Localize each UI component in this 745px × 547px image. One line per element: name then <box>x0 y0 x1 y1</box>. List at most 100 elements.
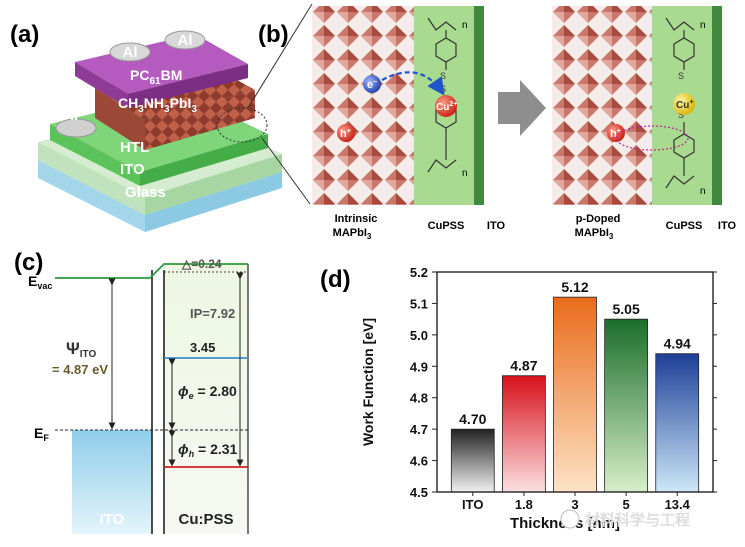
bar-ITO <box>450 428 495 493</box>
ion-pair-ellipse <box>615 125 689 151</box>
panel-c: (c) ITO Cu:PSS Evac EF ΨITO = 4.87 eV △=… <box>14 249 249 534</box>
cupss-block <box>164 264 248 534</box>
perovskite-layer-front <box>95 88 145 150</box>
x-tick-label-ITO: ITO <box>462 497 483 512</box>
electron-label: e− <box>367 79 377 91</box>
al-label-side: Al <box>63 107 78 124</box>
panel-a: (a) Al Al Al PC61BM CH3NH3PbI3 HTL ITO G… <box>10 3 313 232</box>
y-tick-label-5.1: 5.1 <box>410 296 428 311</box>
y-tick-label-4.9: 4.9 <box>410 359 428 374</box>
label-ito-right: ITO <box>718 220 737 232</box>
svg-text:S: S <box>678 110 684 120</box>
data-label-5: 5.05 <box>612 301 639 317</box>
y-tick-label-5.2: 5.2 <box>410 265 428 280</box>
hole-label-right: h+ <box>610 128 621 140</box>
al-label-2: Al <box>178 32 193 49</box>
label-cupss-right: CuPSS <box>666 220 703 232</box>
al-electrode-2 <box>164 30 206 50</box>
htl-layer-side <box>140 134 268 186</box>
ip-label: IP=7.92 <box>190 306 235 321</box>
polymer-n-right-top: n <box>700 20 706 31</box>
panel-b-label: (b) <box>258 21 289 48</box>
ito-layer-front <box>38 142 145 215</box>
ito-layer-right <box>712 6 722 205</box>
hole-ball-left <box>337 124 355 142</box>
bar-5 <box>604 318 648 493</box>
x-tick-label-3: 3 <box>571 497 578 512</box>
svg-text:S: S <box>440 71 446 81</box>
hole-label-left: h+ <box>340 128 351 140</box>
cu1-ion <box>673 93 695 115</box>
work-function-chart: 4.70ITO4.871.85.1235.0554.9413.44.54.64.… <box>360 265 717 532</box>
psi-value: = 4.87 eV <box>52 362 108 377</box>
phi-h-label: ϕh = 2.31 <box>178 441 238 459</box>
label-intrinsic-2: MAPbI3 <box>333 227 372 241</box>
data-label-13.4: 4.94 <box>664 336 691 352</box>
level-345-label: 3.45 <box>190 340 215 355</box>
phi-e-label: ϕe = 2.80 <box>178 383 237 401</box>
watermark-text: 材料科学与工程 <box>585 511 690 529</box>
polymer-n-left-bottom: n <box>462 168 468 179</box>
ef-label: EF <box>34 425 49 443</box>
zoom-line-top <box>247 3 313 109</box>
electron-ball <box>363 75 381 93</box>
hole-ball-right <box>607 124 625 142</box>
y-tick-label-4.7: 4.7 <box>410 422 428 437</box>
y-tick-label-4.6: 4.6 <box>410 454 428 469</box>
panel-c-label: (c) <box>14 249 43 276</box>
delta-label: △=0.24 <box>181 257 222 271</box>
glass-label: Glass <box>125 184 166 201</box>
y-tick-label-4.5: 4.5 <box>410 485 428 500</box>
zoom-line-bottom <box>261 137 311 205</box>
al-label-1: Al <box>123 44 138 61</box>
polymer-n-right-bottom: n <box>700 186 706 197</box>
polymer-n-left-top: n <box>462 20 468 31</box>
electron-transfer-arrow <box>381 71 445 96</box>
al-electrode-side <box>55 118 97 138</box>
data-label-ITO: 4.70 <box>459 411 486 427</box>
plot-frame <box>436 271 714 493</box>
glass-side <box>145 172 282 232</box>
doped-perovskite-block <box>552 6 652 205</box>
label-ito-left: ITO <box>487 220 506 232</box>
glass-front <box>38 160 145 232</box>
pcbm-label: PC61BM <box>130 67 182 87</box>
panel-b: (b) S S n n e− Cu2+ h+ <box>258 6 737 241</box>
y-axis-label: Work Function [eV] <box>360 318 376 446</box>
perovskite-layer-side <box>145 90 255 150</box>
perovskite-label: CH3NH3PbI3 <box>118 95 197 115</box>
cupss-block-label: Cu:PSS <box>178 511 233 528</box>
data-label-3: 5.12 <box>561 279 588 295</box>
intrinsic-perovskite-block <box>312 6 414 205</box>
y-tick-label-4.8: 4.8 <box>410 391 428 406</box>
watermark: 材料科学与工程 <box>560 509 690 529</box>
panel-d: (d) 4.70ITO4.871.85.1235.0554.9413.44.54… <box>320 265 717 532</box>
panel-a-label: (a) <box>10 21 39 48</box>
transition-arrow <box>498 80 546 136</box>
evac-level <box>55 263 248 279</box>
cu2-label: Cu2+ <box>436 101 457 113</box>
data-label-1.8: 4.87 <box>510 358 537 374</box>
ito-layer-side <box>145 154 282 215</box>
watermark-icon <box>560 509 580 529</box>
htl-layer-front <box>50 124 140 186</box>
cu2-ion <box>435 95 457 117</box>
psi-label: ΨITO <box>66 339 96 360</box>
ito-layer-left <box>474 6 484 205</box>
pcbm-layer-top <box>75 34 248 94</box>
bar-3 <box>553 296 597 493</box>
ito-block-label: ITO <box>100 511 125 528</box>
label-intrinsic-1: Intrinsic <box>335 213 378 225</box>
ito-block <box>72 430 152 534</box>
pcbm-layer-front <box>75 62 128 108</box>
bar-1.8 <box>502 375 546 493</box>
label-doped-2: MAPbI3 <box>575 227 614 241</box>
evac-label: Evac <box>28 273 52 291</box>
label-cupss-left: CuPSS <box>428 220 465 232</box>
svg-text:S: S <box>678 71 684 81</box>
label-doped-1: p-Doped <box>576 213 621 225</box>
cu1-label: Cu+ <box>676 99 693 111</box>
polymer-chain-right: S S <box>665 17 695 189</box>
al-electrode-1 <box>109 42 151 62</box>
